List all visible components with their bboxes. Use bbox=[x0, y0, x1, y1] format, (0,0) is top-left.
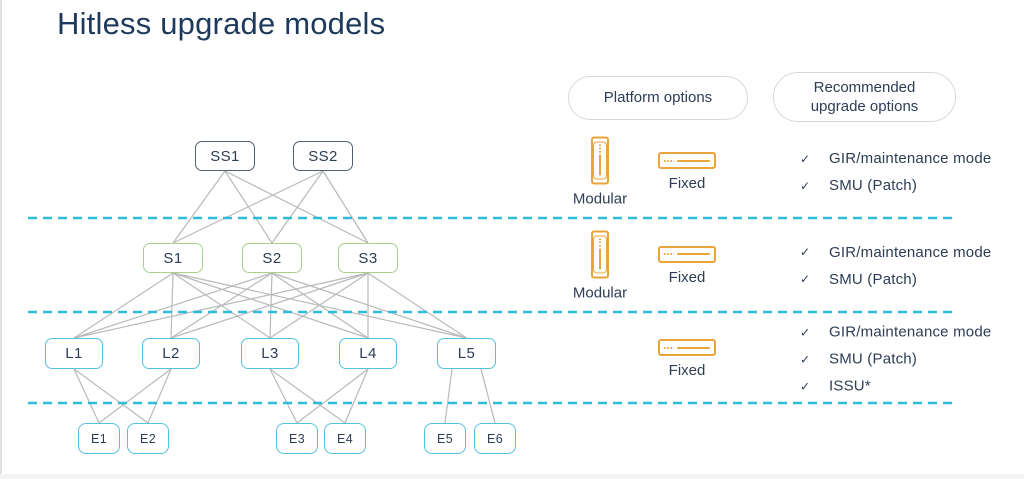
fixed-platform: Fixed bbox=[657, 339, 717, 379]
fixed-label: Fixed bbox=[668, 362, 706, 379]
upgrade-option: ✓ GIR/maintenance mode bbox=[800, 239, 991, 266]
left-edge-line bbox=[0, 0, 2, 479]
topology-link bbox=[480, 368, 496, 424]
check-icon: ✓ bbox=[800, 178, 811, 193]
topology-link bbox=[269, 368, 298, 424]
check-icon: ✓ bbox=[800, 151, 811, 166]
topology-link bbox=[444, 368, 453, 424]
upgrade-option: ✓ SMU (Patch) bbox=[800, 266, 991, 293]
topology-link bbox=[344, 368, 369, 424]
diagram-node-e6: E6 bbox=[474, 423, 516, 454]
topology-link bbox=[73, 272, 273, 339]
diagram-node-s3: S3 bbox=[338, 243, 398, 273]
panel-row-1: Modular Fixed ✓ GIR/maintenance mode ✓ SMU (P… bbox=[560, 130, 1024, 214]
upgrade-option-text: ISSU* bbox=[829, 377, 871, 395]
diagram-node-ss1: SS1 bbox=[195, 141, 255, 171]
platform-options-label: Platform options bbox=[603, 89, 713, 107]
fixed-platform: Fixed bbox=[657, 152, 717, 192]
modular-chassis-switch-icon bbox=[591, 230, 609, 278]
upgrade-option-text: SMU (Patch) bbox=[829, 270, 918, 288]
check-icon: ✓ bbox=[800, 272, 811, 286]
diagram-node-ss2: SS2 bbox=[293, 141, 353, 171]
upgrade-header-line-2: upgrade options bbox=[810, 98, 919, 115]
topology-link bbox=[73, 272, 369, 339]
upgrade-option: ✓ SMU (Patch) bbox=[800, 346, 991, 373]
topology-link bbox=[271, 272, 467, 339]
topology-link bbox=[170, 272, 369, 339]
modular-platform: Modular bbox=[570, 230, 630, 301]
diagram-node-e1: E1 bbox=[78, 423, 120, 454]
upgrade-option-text: SMU (Patch) bbox=[829, 177, 918, 194]
fixed-platform: Fixed bbox=[657, 245, 717, 286]
topology-link bbox=[73, 368, 100, 424]
check-icon: ✓ bbox=[800, 245, 811, 259]
modular-chassis-switch-icon bbox=[591, 136, 609, 185]
upgrade-option-text: GIR/maintenance mode bbox=[829, 323, 992, 341]
upgrade-header-line-1: Recommended bbox=[813, 78, 916, 96]
diagram-node-s1: S1 bbox=[143, 243, 203, 273]
upgrade-option: ✓ GIR/maintenance mode bbox=[800, 145, 991, 172]
upgrade-option: ✓ SMU (Patch) bbox=[800, 172, 991, 199]
fixed-switch-icon bbox=[658, 339, 716, 356]
topology-link bbox=[98, 368, 172, 424]
diagram-node-e5: E5 bbox=[424, 423, 466, 454]
modular-label: Modular bbox=[572, 284, 628, 301]
topology-link bbox=[296, 368, 369, 424]
topology-link bbox=[269, 368, 346, 424]
bottom-edge-strip bbox=[0, 474, 1024, 479]
diagram-node-e2: E2 bbox=[127, 423, 169, 454]
modular-label: Modular bbox=[572, 190, 628, 208]
diagram-node-l1: L1 bbox=[45, 338, 103, 369]
fixed-switch-icon bbox=[658, 245, 716, 263]
topology-link bbox=[367, 272, 467, 339]
fixed-label: Fixed bbox=[668, 175, 706, 192]
check-icon: ✓ bbox=[800, 325, 811, 339]
topology-link bbox=[172, 170, 226, 244]
diagram-node-e3: E3 bbox=[276, 423, 318, 454]
upgrade-options-list: ✓ GIR/maintenance mode ✓ SMU (Patch) bbox=[800, 145, 991, 199]
diagram-node-l3: L3 bbox=[241, 338, 299, 369]
upgrade-option: ✓ GIR/maintenance mode bbox=[800, 319, 991, 346]
page-title: Hitless upgrade models bbox=[57, 6, 386, 41]
check-icon: ✓ bbox=[800, 379, 811, 393]
upgrade-options-list: ✓ GIR/maintenance mode ✓ SMU (Patch) bbox=[800, 239, 991, 293]
upgrade-option-text: SMU (Patch) bbox=[829, 350, 918, 368]
recommended-upgrade-options-header: Recommended upgrade options bbox=[773, 72, 956, 122]
topology-link bbox=[269, 272, 369, 339]
upgrade-option: ✓ ISSU* bbox=[800, 373, 991, 400]
upgrade-option-text: GIR/maintenance mode bbox=[829, 243, 992, 261]
topology-link bbox=[172, 170, 324, 244]
upgrade-options-list: ✓ GIR/maintenance mode ✓ SMU (Patch) ✓ ISSU* bbox=[800, 319, 991, 400]
diagram-node-e4: E4 bbox=[324, 423, 366, 454]
topology-link bbox=[73, 272, 174, 339]
topology-link bbox=[147, 368, 172, 424]
panel-row-2: Modular Fixed ✓ GIR/maintenance mode ✓ SMU (P… bbox=[560, 221, 1024, 310]
upgrade-option-text: GIR/maintenance mode bbox=[829, 150, 992, 167]
topology-link bbox=[73, 368, 149, 424]
platform-options-header: Platform options bbox=[568, 76, 748, 120]
diagram-node-s2: S2 bbox=[242, 243, 302, 273]
modular-platform: Modular bbox=[570, 136, 630, 208]
fixed-label: Fixed bbox=[668, 268, 706, 286]
diagram-node-l4: L4 bbox=[339, 338, 397, 369]
diagram-node-l5: L5 bbox=[437, 338, 496, 369]
topology-link bbox=[322, 170, 369, 244]
panel-row-3: Fixed ✓ GIR/maintenance mode ✓ SMU (Patch) ✓ I… bbox=[560, 316, 1024, 402]
diagram-node-l2: L2 bbox=[142, 338, 200, 369]
topology-link bbox=[271, 170, 324, 244]
check-icon: ✓ bbox=[800, 352, 811, 366]
topology-link bbox=[224, 170, 369, 244]
fixed-switch-icon bbox=[658, 152, 716, 169]
